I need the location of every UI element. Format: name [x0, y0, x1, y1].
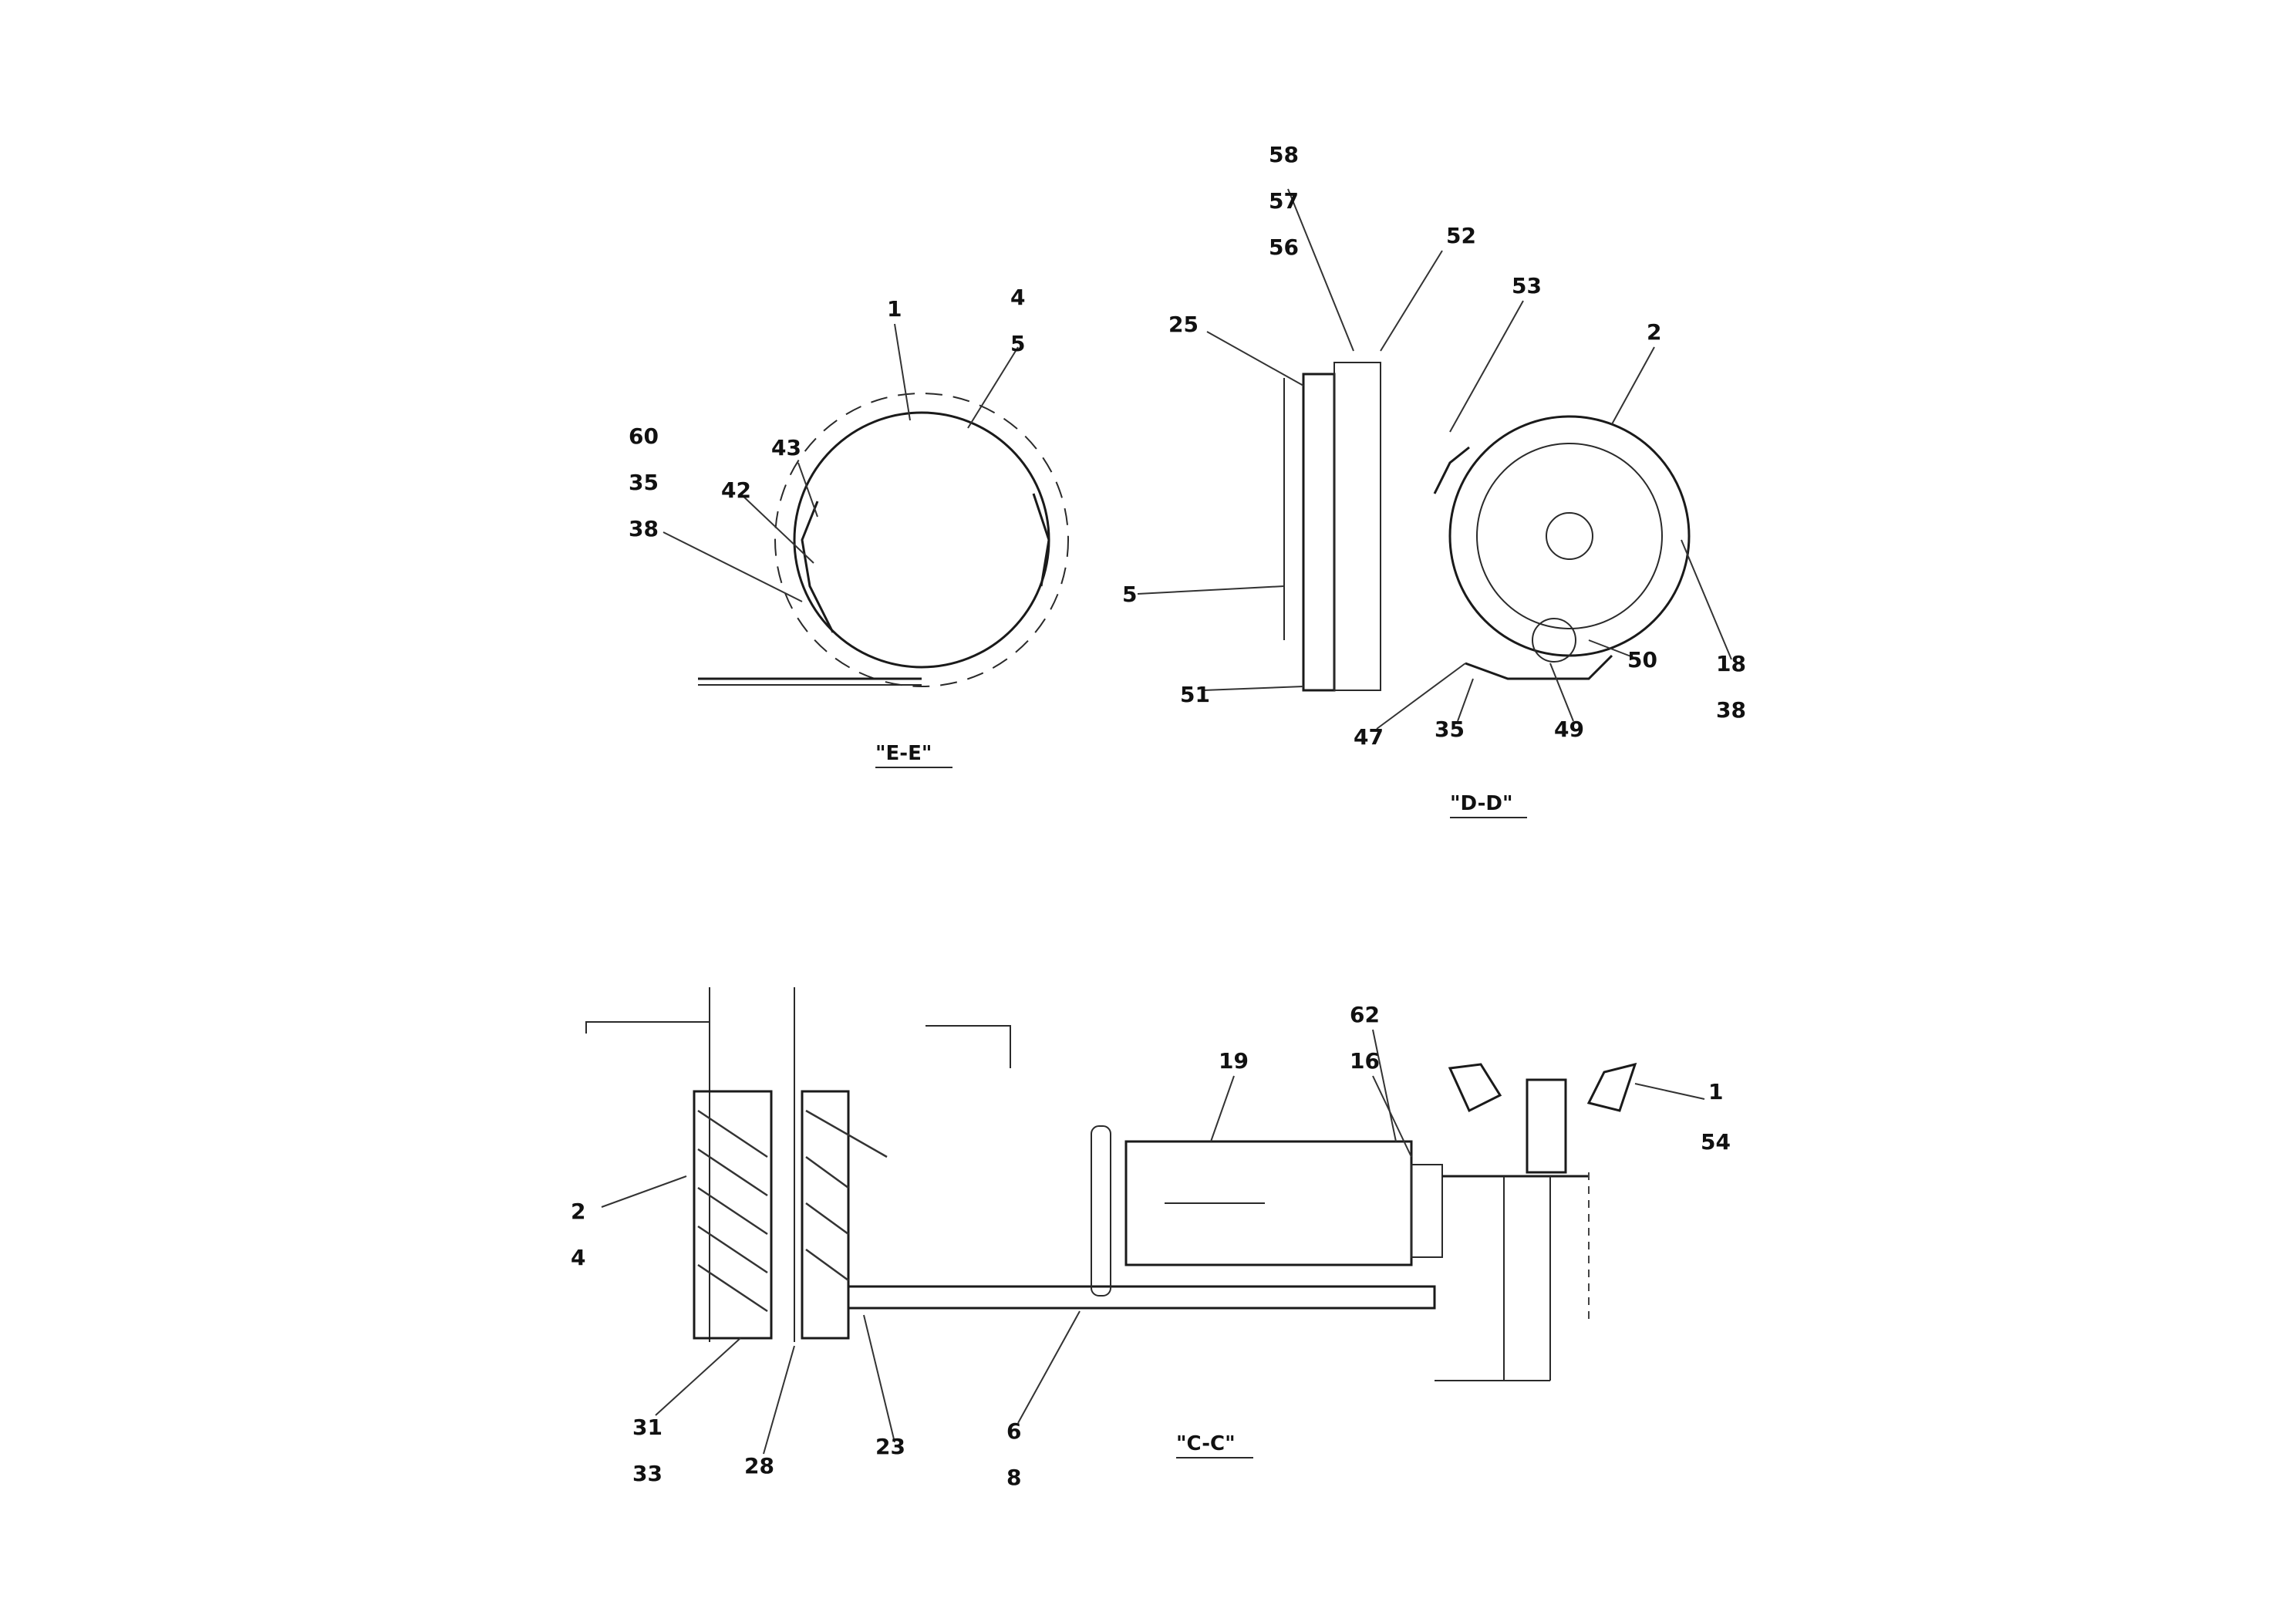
- view-c-c-drawing: [585, 987, 1705, 1455]
- callout-4-bottom: 4: [571, 1245, 585, 1270]
- callout-53: 53: [1512, 273, 1542, 298]
- view-title-e-e: "E-E": [875, 742, 932, 765]
- callout-56: 56: [1269, 234, 1299, 260]
- view-title-c-c: "C-C": [1176, 1432, 1236, 1455]
- callout-50: 50: [1627, 647, 1657, 673]
- view-title-d-d: "D-D": [1450, 792, 1513, 815]
- callout-35-top-left: 35: [629, 470, 659, 495]
- view-d-d-drawing: [1137, 188, 1732, 730]
- view-e-e-drawing: [663, 323, 1069, 687]
- callout-1-top-left: 1: [887, 296, 902, 322]
- callout-2-top-right: 2: [1647, 319, 1661, 345]
- callout-58: 58: [1269, 142, 1299, 167]
- callout-31: 31: [632, 1415, 663, 1440]
- callout-42: 42: [721, 477, 751, 503]
- callout-23: 23: [875, 1434, 905, 1459]
- callout-43: 43: [771, 435, 801, 460]
- callout-8: 8: [1006, 1465, 1021, 1490]
- callout-28: 28: [744, 1453, 774, 1479]
- callout-57: 57: [1269, 188, 1299, 214]
- callout-52: 52: [1446, 223, 1476, 248]
- callout-35-top-right: 35: [1435, 717, 1465, 742]
- callout-5-top-left: 5: [1010, 331, 1025, 356]
- callout-25: 25: [1168, 312, 1199, 337]
- callout-38-top-right: 38: [1716, 697, 1746, 723]
- callout-16: 16: [1350, 1048, 1380, 1074]
- callout-60: 60: [629, 423, 659, 449]
- callout-19: 19: [1219, 1048, 1249, 1074]
- callout-18: 18: [1716, 651, 1746, 676]
- callout-4-top-left: 4: [1010, 285, 1025, 310]
- callout-54: 54: [1701, 1129, 1731, 1155]
- callout-47: 47: [1354, 724, 1384, 750]
- callout-5-top-right: 5: [1122, 582, 1137, 607]
- callout-38-top-left: 38: [629, 516, 659, 541]
- callout-49: 49: [1554, 717, 1584, 742]
- callout-33: 33: [632, 1461, 663, 1486]
- callout-2-bottom: 2: [571, 1199, 585, 1224]
- callout-51: 51: [1180, 682, 1210, 707]
- callout-6: 6: [1006, 1418, 1021, 1444]
- callout-1-bottom: 1: [1708, 1079, 1723, 1104]
- callout-62: 62: [1350, 1002, 1380, 1027]
